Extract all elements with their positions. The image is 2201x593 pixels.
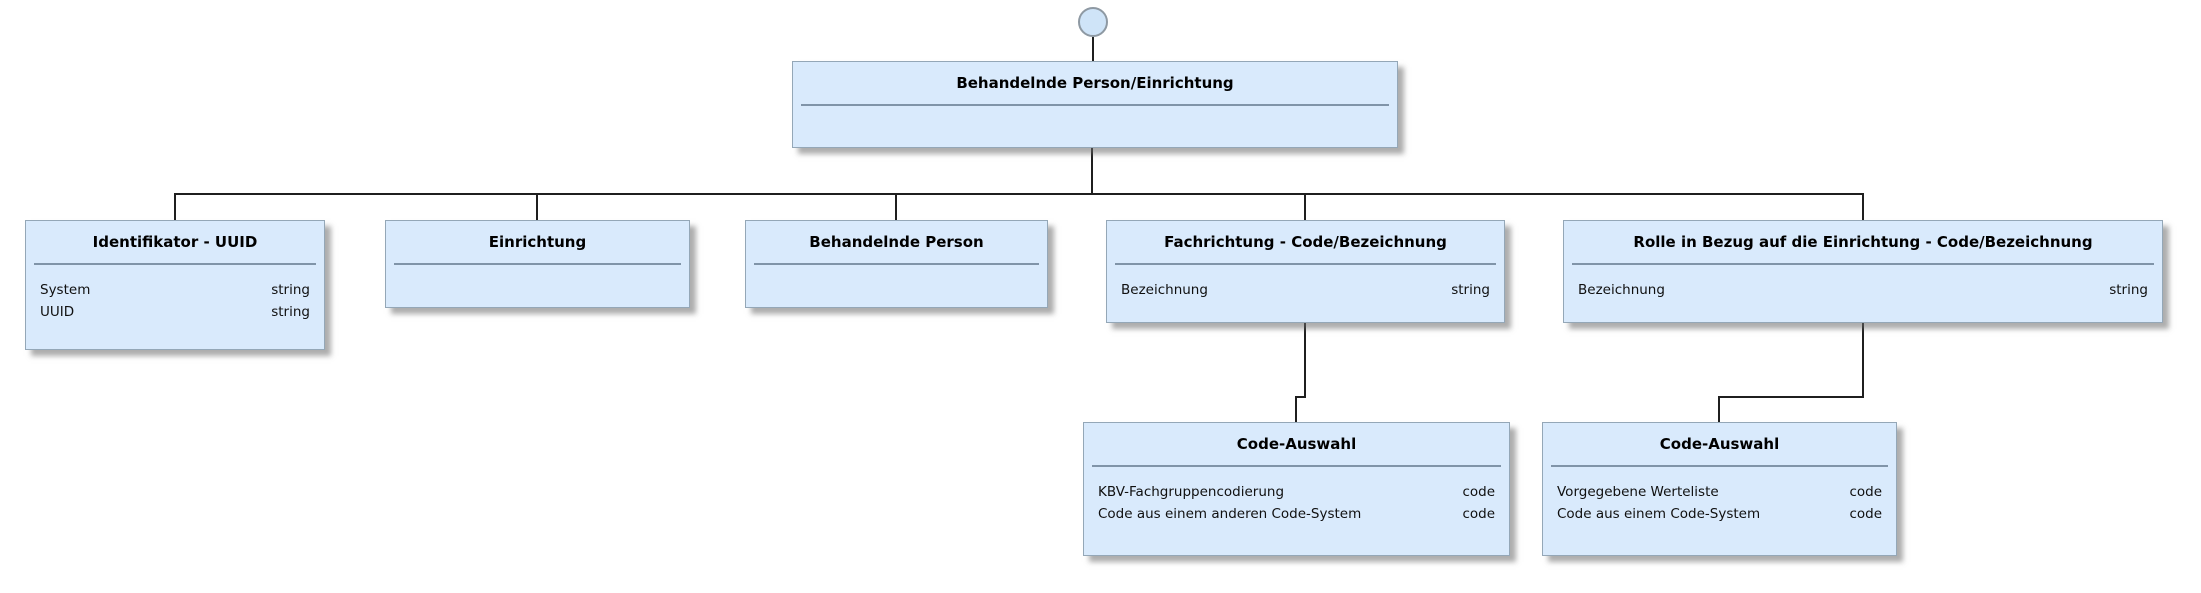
attribute-row: Code aus einem Code-System code (1543, 503, 1896, 525)
attribute-row: Code aus einem anderen Code-System code (1084, 503, 1509, 525)
node-code-auswahl-rolle[interactable]: Code-Auswahl Vorgegebene Werteliste code… (1542, 422, 1897, 556)
node-body: Bezeichnung string (1564, 265, 2162, 301)
attribute-type: code (1462, 484, 1495, 500)
node-body (746, 265, 1047, 279)
attribute-name: KBV-Fachgruppencodierung (1098, 484, 1285, 500)
connector-drop-fachrichtung (1304, 195, 1306, 220)
divider (1092, 465, 1501, 467)
node-code-auswahl-fachrichtung[interactable]: Code-Auswahl KBV-Fachgruppencodierung co… (1083, 422, 1510, 556)
node-body: Vorgegebene Werteliste code Code aus ein… (1543, 467, 1896, 525)
attribute-type: code (1849, 484, 1882, 500)
root-anchor-circle-icon (1078, 7, 1108, 37)
node-title: Behandelnde Person (809, 233, 984, 251)
connector-rolle-codeauswahl (1862, 322, 1864, 397)
node-body (386, 265, 689, 279)
connector-root-drop (1091, 148, 1093, 194)
attribute-row: Bezeichnung string (1564, 279, 2162, 301)
connector-fachrichtung-codeauswahl (1295, 396, 1306, 398)
node-title: Fachrichtung - Code/Bezeichnung (1164, 233, 1447, 251)
node-body: Bezeichnung string (1107, 265, 1504, 301)
divider (1551, 465, 1888, 467)
attribute-name: System (40, 282, 91, 298)
connector-fachrichtung-codeauswahl (1295, 398, 1297, 422)
node-title: Code-Auswahl (1659, 435, 1780, 453)
node-body: System string UUID string (26, 265, 324, 323)
node-body: KBV-Fachgruppencodierung code Code aus e… (1084, 467, 1509, 525)
node-body (793, 106, 1397, 120)
connector-drop-person (895, 195, 897, 220)
attribute-name: Bezeichnung (1121, 282, 1208, 298)
attribute-name: UUID (40, 304, 75, 320)
attribute-row: UUID string (26, 301, 324, 323)
connector-drop-identifikator (174, 195, 176, 220)
node-title: Einrichtung (488, 233, 587, 251)
connector-fachrichtung-codeauswahl (1304, 322, 1306, 397)
attribute-row: KBV-Fachgruppencodierung code (1084, 481, 1509, 503)
connector-circle-stem (1092, 37, 1094, 61)
connector-rolle-codeauswahl (1718, 396, 1864, 398)
attribute-name: Vorgegebene Werteliste (1557, 484, 1719, 500)
node-title: Behandelnde Person/Einrichtung (956, 74, 1234, 92)
attribute-name: Code aus einem Code-System (1557, 506, 1761, 522)
attribute-row: Vorgegebene Werteliste code (1543, 481, 1896, 503)
divider (1115, 263, 1496, 265)
attribute-type: string (271, 304, 310, 320)
connector-rolle-codeauswahl (1718, 398, 1720, 422)
node-title: Rolle in Bezug auf die Einrichtung - Cod… (1633, 233, 2093, 251)
divider (394, 263, 681, 265)
attribute-type: string (271, 282, 310, 298)
divider (754, 263, 1039, 265)
node-fachrichtung-code-bezeichnung[interactable]: Fachrichtung - Code/Bezeichnung Bezeichn… (1106, 220, 1505, 323)
node-title: Code-Auswahl (1236, 435, 1357, 453)
node-identifikator-uuid[interactable]: Identifikator - UUID System string UUID … (25, 220, 325, 350)
connector-drop-einrichtung (536, 195, 538, 220)
attribute-name: Bezeichnung (1578, 282, 1665, 298)
connector-bus (174, 193, 1864, 195)
node-einrichtung[interactable]: Einrichtung (385, 220, 690, 308)
attribute-type: string (1451, 282, 1490, 298)
node-title: Identifikator - UUID (92, 233, 258, 251)
attribute-row: Bezeichnung string (1107, 279, 1504, 301)
connector-drop-rolle (1862, 195, 1864, 220)
attribute-type: code (1849, 506, 1882, 522)
divider (1572, 263, 2154, 265)
node-rolle-in-bezug-auf-die-einrichtung[interactable]: Rolle in Bezug auf die Einrichtung - Cod… (1563, 220, 2163, 323)
divider (801, 104, 1389, 106)
attribute-type: string (2109, 282, 2148, 298)
attribute-row: System string (26, 279, 324, 301)
attribute-name: Code aus einem anderen Code-System (1098, 506, 1362, 522)
node-behandelnde-person-einrichtung[interactable]: Behandelnde Person/Einrichtung (792, 61, 1398, 148)
divider (34, 263, 316, 265)
attribute-type: code (1462, 506, 1495, 522)
node-behandelnde-person[interactable]: Behandelnde Person (745, 220, 1048, 308)
